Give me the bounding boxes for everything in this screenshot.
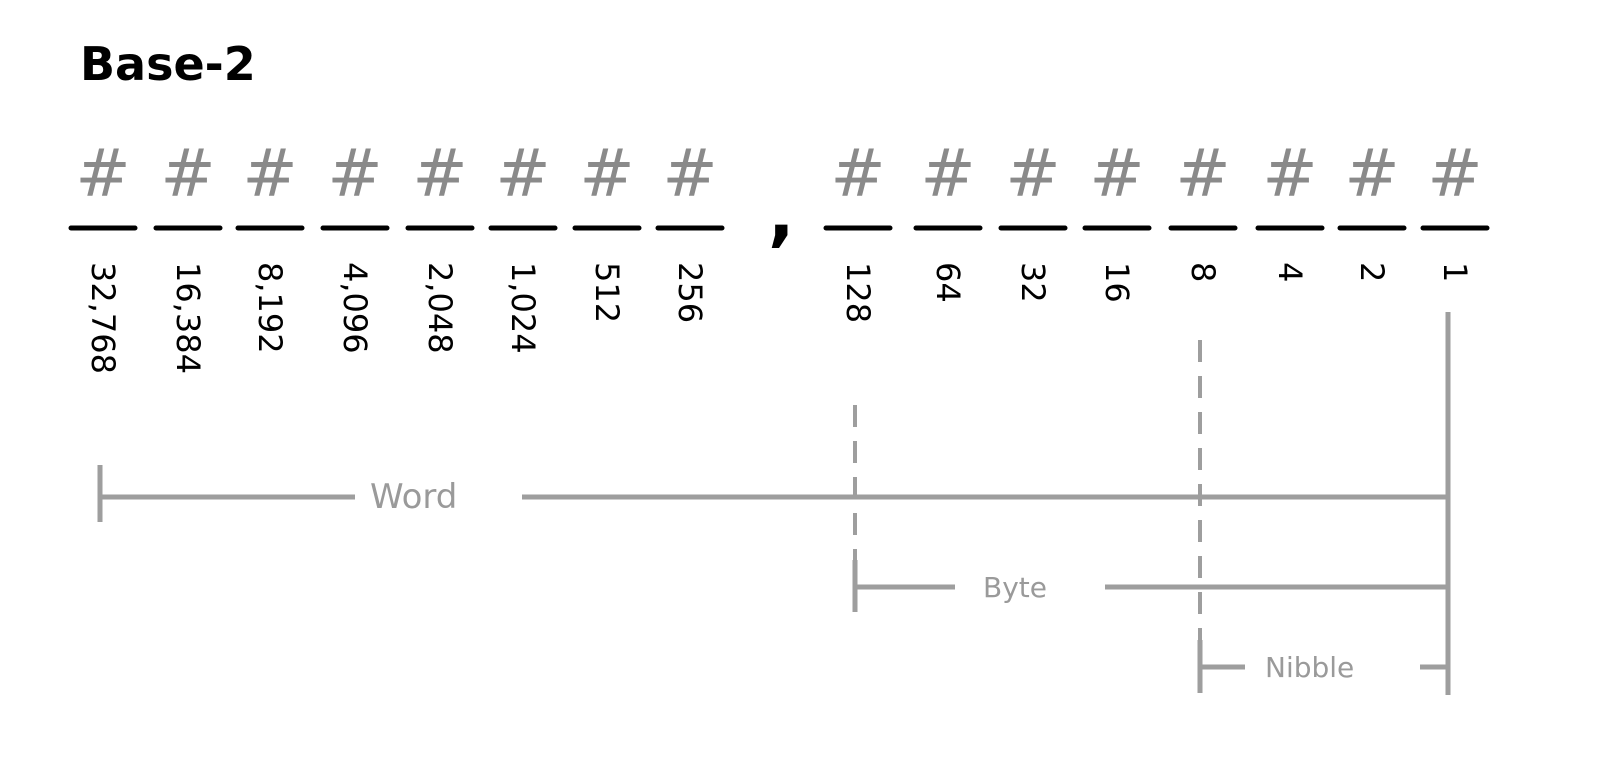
place-value: 32 [1014, 262, 1052, 303]
digit-placeholder: # [830, 135, 885, 212]
nibble-label: Nibble [1265, 651, 1354, 684]
place-value: 256 [671, 262, 709, 323]
digit-placeholder: # [662, 135, 717, 212]
place-value: 32,768 [84, 262, 122, 374]
digit-placeholder: # [1427, 135, 1482, 212]
word-label: Word [370, 477, 457, 517]
digit-placeholder: # [495, 135, 550, 212]
digit-placeholder: # [1344, 135, 1399, 212]
place-value: 8 [1184, 262, 1222, 282]
place-value: 2 [1353, 262, 1391, 282]
byte-label: Byte [983, 571, 1047, 604]
place-value: 2,048 [421, 262, 459, 354]
place-value: 16,384 [169, 262, 207, 374]
byte-separator-comma: , [768, 173, 795, 255]
digit-placeholder: # [412, 135, 467, 212]
digit-placeholder: # [1005, 135, 1060, 212]
digit-placeholder: # [920, 135, 975, 212]
digit-placeholder: # [327, 135, 382, 212]
digit-placeholder: # [1089, 135, 1144, 212]
place-value: 4,096 [336, 262, 374, 354]
place-value: 512 [588, 262, 626, 323]
digit-placeholder: # [75, 135, 130, 212]
digit-placeholder: # [579, 135, 634, 212]
digit-placeholder: # [1175, 135, 1230, 212]
place-value: 64 [929, 262, 967, 303]
place-value: 8,192 [251, 262, 289, 354]
digit-placeholder: # [160, 135, 215, 212]
diagram-title: Base-2 [80, 37, 256, 91]
place-value: 16 [1098, 262, 1136, 303]
digit-placeholder: # [1262, 135, 1317, 212]
place-value: 128 [839, 262, 877, 323]
place-value: 4 [1271, 262, 1309, 282]
digit-placeholder: # [242, 135, 297, 212]
place-value: 1 [1436, 262, 1474, 282]
place-value: 1,024 [504, 262, 542, 354]
